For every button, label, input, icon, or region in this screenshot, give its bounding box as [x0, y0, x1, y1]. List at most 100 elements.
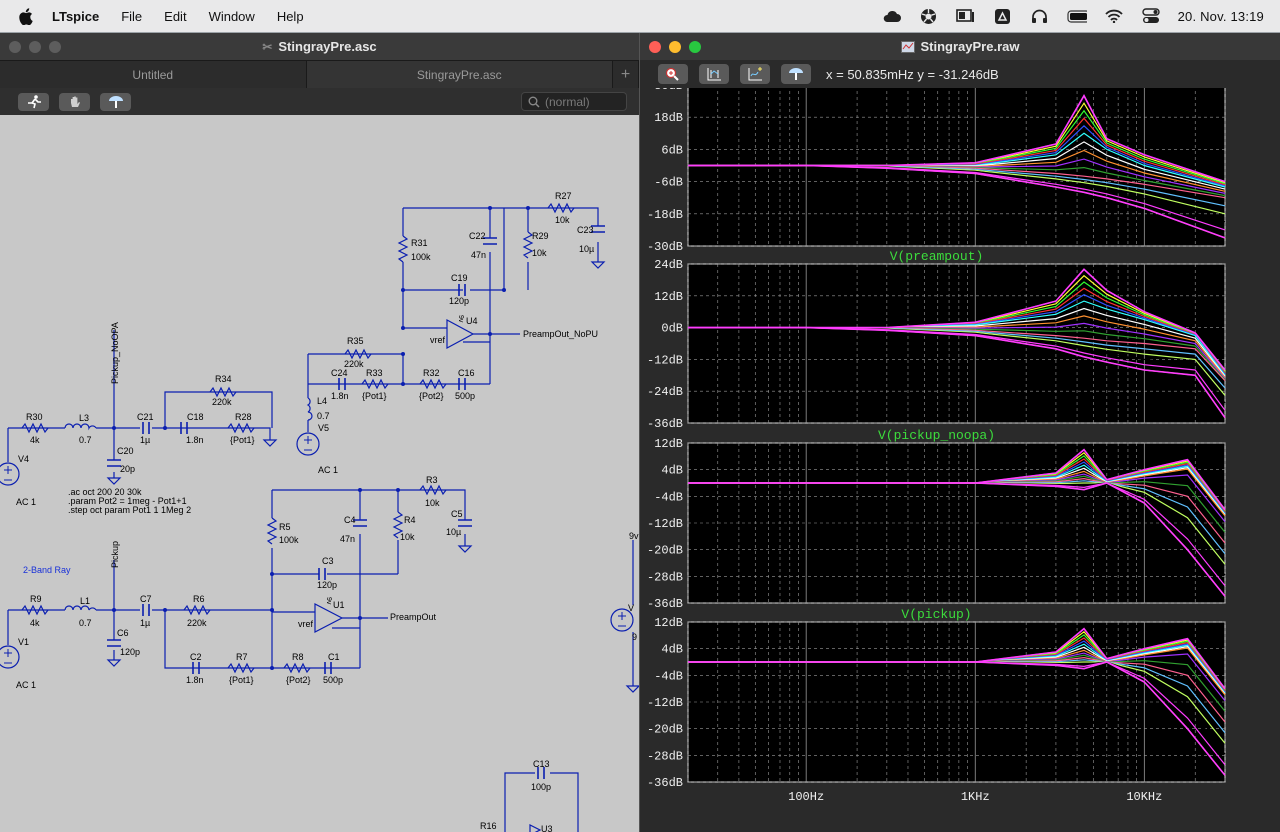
menu-help[interactable]: Help	[276, 8, 304, 24]
halt-button[interactable]	[59, 92, 90, 111]
clock[interactable]: 20. Nov. 13:19	[1177, 8, 1264, 24]
y-tick-label: -24dB	[647, 385, 683, 399]
battery-icon[interactable]	[1066, 8, 1087, 24]
y-tick-label: -36dB	[647, 597, 683, 611]
label-r28: R28	[235, 412, 252, 422]
y-tick-label: -20dB	[647, 544, 683, 558]
y-tick-label: -4dB	[654, 490, 683, 504]
resistor-symbols	[21, 202, 575, 674]
waveform-plots[interactable]: 30dB18dB6dB-6dB-18dB-30dBV(preampout_nop…	[640, 88, 1280, 832]
cloud-icon[interactable]	[882, 8, 902, 24]
label-u1: U1	[333, 600, 345, 610]
plot-pane-2[interactable]: 12dB4dB-4dB-12dB-20dB-28dB-36dBV(pickup_…	[647, 428, 1226, 611]
autorange-icon	[707, 68, 721, 81]
label-pickup: Pickup	[110, 541, 120, 568]
close-button[interactable]	[649, 41, 661, 53]
menu-edit[interactable]: Edit	[164, 8, 187, 24]
label-v4-ac: AC 1	[16, 497, 36, 507]
label-c24-value: 1.8n	[331, 391, 349, 401]
zoom-button[interactable]	[689, 41, 701, 53]
minimize-button[interactable]	[29, 41, 41, 53]
label-c5: C5	[451, 509, 463, 519]
cursor-readout: x = 50.835mHz y = -31.246dB	[826, 66, 999, 82]
label-u3: U3	[541, 824, 553, 832]
zoom-button[interactable]	[49, 41, 61, 53]
aperture-icon[interactable]	[919, 8, 939, 24]
wifi-icon[interactable]	[1104, 8, 1124, 24]
new-tab-button[interactable]: +	[613, 61, 639, 88]
control-center-icon[interactable]	[1141, 8, 1161, 24]
zoom-in-button[interactable]	[658, 64, 688, 84]
close-button[interactable]	[9, 41, 21, 53]
menu-file[interactable]: File	[121, 8, 143, 24]
label-l1-value: 0.7	[79, 618, 92, 628]
plot-area[interactable]	[687, 263, 1226, 424]
drive-icon[interactable]	[993, 8, 1013, 24]
probe-icon	[108, 95, 123, 108]
waveform-title-bar[interactable]: StingrayPre.raw	[640, 33, 1280, 60]
label-9v-u4: 9v	[457, 315, 464, 323]
add-trace-button[interactable]	[740, 64, 770, 84]
magnifier-icon	[665, 67, 679, 81]
label-l1: L1	[80, 596, 90, 606]
y-tick-label: 6dB	[661, 143, 683, 157]
menu-window[interactable]: Window	[208, 8, 255, 24]
label-c21-value: 1µ	[140, 435, 150, 445]
label-r3: R3	[426, 475, 438, 485]
autorange-button[interactable]	[699, 64, 729, 84]
menu-app-name[interactable]: LTspice	[52, 8, 100, 24]
probe-icon	[789, 68, 803, 80]
schematic-canvas[interactable]: R31 100k C22 47n R29 10k R27 10k C23 10µ…	[0, 116, 640, 832]
label-r33-value: {Pot1}	[362, 391, 387, 401]
label-r4-value: 10k	[400, 532, 415, 542]
y-tick-label: 4dB	[661, 464, 683, 478]
label-r29-value: 10k	[532, 248, 547, 258]
apple-icon[interactable]	[18, 7, 36, 25]
label-vx: V	[628, 603, 634, 613]
label-l4-value: 0.7	[317, 411, 330, 421]
y-tick-label: 18dB	[654, 111, 683, 125]
plot-pane-0[interactable]: 30dB18dB6dB-6dB-18dB-30dBV(preampout_nop…	[647, 88, 1226, 254]
label-c18-value: 1.8n	[186, 435, 204, 445]
label-c2-value: 1.8n	[186, 675, 204, 685]
label-c5-value: 10µ	[446, 527, 461, 537]
label-c2: C2	[190, 652, 202, 662]
tab-untitled[interactable]: Untitled	[0, 61, 307, 88]
label-c19: C19	[451, 273, 468, 283]
label-c19-value: 120p	[449, 296, 469, 306]
trace-line	[688, 326, 1226, 419]
run-button[interactable]	[18, 92, 49, 111]
tab-stingraypre[interactable]: StingrayPre.asc	[306, 61, 613, 88]
y-tick-label: -36dB	[647, 776, 683, 790]
headphones-icon[interactable]	[1030, 8, 1050, 24]
y-tick-label: -12dB	[647, 353, 683, 367]
plot-area[interactable]	[687, 621, 1226, 783]
label-r4: R4	[404, 515, 416, 525]
probe-button[interactable]	[781, 64, 811, 84]
probe-button[interactable]	[100, 92, 131, 111]
schematic-title-bar[interactable]: ✂ StingrayPre.asc	[0, 33, 639, 60]
label-l4: L4	[317, 396, 327, 406]
label-c4: C4	[344, 515, 356, 525]
capacitor-symbols	[107, 225, 605, 779]
label-c6-value: 120p	[120, 647, 140, 657]
directive-param: .param Pot2 = 1meg - Pot1+1	[68, 496, 187, 506]
search-box[interactable]: (normal)	[521, 92, 627, 111]
label-v5: V5	[318, 423, 329, 433]
label-r6: R6	[193, 594, 205, 604]
label-r29: R29	[532, 231, 549, 241]
label-r32: R32	[423, 368, 440, 378]
schematic-title: StingrayPre.asc	[278, 39, 377, 54]
plot-area[interactable]	[687, 442, 1226, 604]
label-c16: C16	[458, 368, 475, 378]
window-controls	[9, 41, 61, 53]
label-vref-u4: vref	[430, 335, 446, 345]
minimize-button[interactable]	[669, 41, 681, 53]
y-tick-label: -36dB	[647, 417, 683, 431]
add-trace-icon	[748, 67, 762, 81]
display-icon[interactable]	[956, 8, 976, 24]
opamp-symbols	[314, 318, 542, 832]
label-c24: C24	[331, 368, 348, 378]
